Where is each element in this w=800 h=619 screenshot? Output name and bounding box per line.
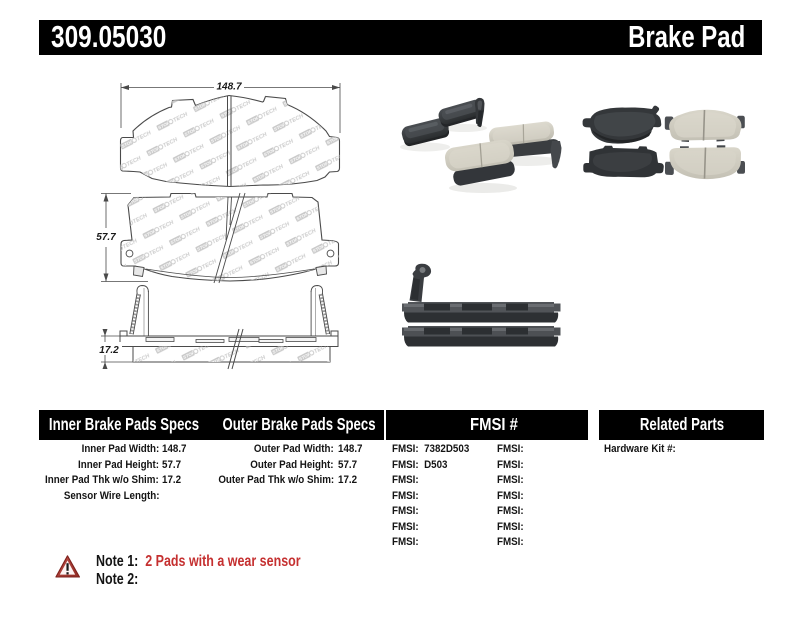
- svg-text:17.2: 17.2: [99, 345, 119, 356]
- svg-text:57.7: 57.7: [96, 232, 116, 243]
- svg-text:148.7: 148.7: [216, 82, 241, 93]
